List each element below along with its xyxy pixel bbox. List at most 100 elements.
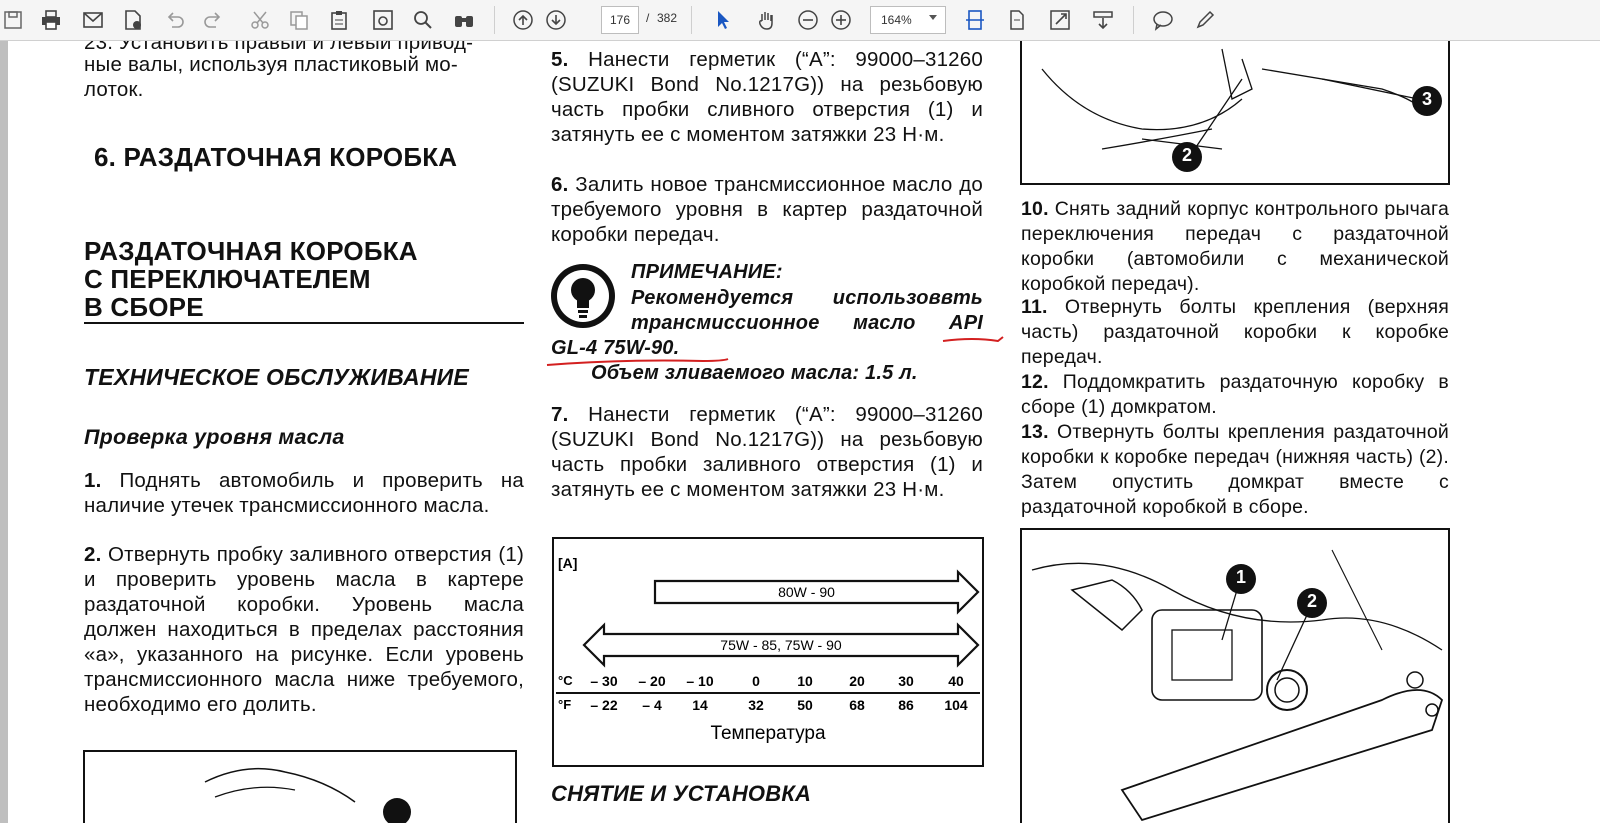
arrow-label-80w90: 80W - 90 <box>778 584 835 600</box>
top-figure-drawing <box>1041 48 1442 172</box>
step-text: Залить новое трансмиссионное масло до тр… <box>551 173 983 246</box>
oil-level-figure <box>83 750 517 823</box>
full-screen-icon[interactable] <box>1047 7 1073 33</box>
hand-tool-icon[interactable] <box>753 7 779 33</box>
pen-icon[interactable] <box>1192 7 1218 33</box>
email-icon[interactable] <box>80 7 106 33</box>
toolbar-separator <box>494 6 495 34</box>
comment-icon[interactable] <box>1150 7 1176 33</box>
zoom-in-icon[interactable] <box>828 7 854 33</box>
note-title: ПРИМЕЧАНИЕ: <box>631 261 783 283</box>
step-number: 11. <box>1021 296 1048 318</box>
step-number: 10. <box>1021 198 1049 220</box>
step-13: 13. Отвернуть болты крепления разда­точн… <box>1021 420 1449 520</box>
note-line: GL-4 75W-90. <box>551 337 680 359</box>
page-separator: / <box>646 11 650 25</box>
chart-label-a: [A] <box>558 555 578 571</box>
fahrenheit-tick: – 22 <box>590 697 618 713</box>
fahrenheit-tick: 32 <box>748 697 764 713</box>
step-7: 7. Нанести герметик (“A”: 99000–31260 (S… <box>551 402 983 502</box>
celsius-tick: 40 <box>948 673 964 689</box>
callout-1: 1 <box>1235 567 1246 587</box>
fit-page-icon[interactable] <box>1004 7 1030 33</box>
step-number: 7. <box>551 403 569 426</box>
oil-viscosity-chart: [A] 80W - 90 75W - 85, 75W - 90 °C °F – … <box>552 537 984 767</box>
select-cursor-icon[interactable] <box>710 7 736 33</box>
lightbulb-icon <box>551 264 615 328</box>
step-number: 6. <box>551 173 569 196</box>
toolbar-separator <box>691 6 692 34</box>
step-text: Нанести герметик (“A”: 99000–31260 (SUZU… <box>551 48 983 146</box>
chart-caption: Температура <box>710 723 826 744</box>
transfer-case-drawing <box>1031 549 1444 822</box>
callout-2: 2 <box>1181 145 1192 165</box>
page-number-input[interactable]: 176 <box>601 6 639 34</box>
fahrenheit-tick: – 4 <box>642 697 662 713</box>
snapshot-icon[interactable] <box>370 7 396 33</box>
celsius-tick: – 20 <box>638 673 666 689</box>
viscosity-arrows <box>556 569 980 694</box>
step-10: 10. Снять задний корпус контрольного рыч… <box>1021 197 1449 297</box>
maintenance-heading: ТЕХНИЧЕСКОЕ ОБСЛУЖИВАНИЕ <box>84 364 469 390</box>
step-number: 12. <box>1021 371 1049 393</box>
fahrenheit-tick: 104 <box>944 697 968 713</box>
step-number: 13. <box>1021 421 1049 443</box>
toolbar-separator <box>1133 6 1134 34</box>
celsius-tick: – 30 <box>590 673 618 689</box>
binoculars-icon[interactable] <box>451 7 477 33</box>
fahrenheit-tick: 86 <box>898 697 914 713</box>
paste-icon[interactable] <box>326 7 352 33</box>
note-line: Рекомендуется использоввть <box>631 287 983 309</box>
step-text: Отвернуть пробку заливного отвер­стия (1… <box>84 543 524 716</box>
download-icon[interactable] <box>1090 7 1116 33</box>
fit-width-icon[interactable] <box>962 7 988 33</box>
oil-level-heading: Проверка уровня масла <box>84 425 345 449</box>
save-icon[interactable] <box>0 7 26 33</box>
step-text: Поддомкратить раздаточную ко­робку в сбо… <box>1021 371 1449 418</box>
step-number: 5. <box>551 48 569 71</box>
redo-icon[interactable] <box>200 7 226 33</box>
prev-step-fragment: ные валы, используя пластиковый мо- <box>84 53 458 76</box>
previous-page-icon[interactable] <box>510 7 536 33</box>
zoom-select[interactable]: 164% <box>870 6 946 34</box>
callout-3: 3 <box>1421 89 1432 109</box>
left-panel-edge <box>0 41 8 823</box>
step-text: Отвернуть болты крепления (вер­хняя част… <box>1021 296 1449 368</box>
transfer-case-figure: 1 2 <box>1020 528 1450 823</box>
search-icon[interactable] <box>410 7 436 33</box>
document-properties-icon[interactable] <box>120 7 146 33</box>
note-line: трансмиссионное масло API <box>631 312 983 334</box>
assembly-title: В СБОРЕ <box>84 292 204 322</box>
zoom-value: 164% <box>881 13 912 27</box>
zoom-out-icon[interactable] <box>795 7 821 33</box>
step-5: 5. Нанести герметик (“A”: 99000–31260 (S… <box>551 47 983 147</box>
undo-icon[interactable] <box>162 7 188 33</box>
removal-heading: СНЯТИЕ И УСТАНОВКА <box>551 781 812 806</box>
fahrenheit-tick: 68 <box>849 697 865 713</box>
assembly-title: С ПЕРЕКЛЮЧАТЕЛЕМ <box>84 264 371 294</box>
step-text: Поднять автомобиль и проверить на наличи… <box>84 469 524 517</box>
prev-step-fragment: лоток. <box>84 78 144 101</box>
step-11: 11. Отвернуть болты крепления (вер­хняя … <box>1021 295 1449 370</box>
celsius-tick: 20 <box>849 673 865 689</box>
fahrenheit-label: °F <box>558 697 572 712</box>
prev-step-fragment: 23. Установить правый и левый привод- <box>84 41 474 54</box>
oil-volume: Объем зливаемого масла: 1.5 л. <box>591 362 918 384</box>
top-figure: 3 2 <box>1020 41 1450 185</box>
print-icon[interactable] <box>38 7 64 33</box>
pdf-page: 23. Установить правый и левый привод- ны… <box>8 41 1600 823</box>
celsius-label: °C <box>558 673 573 688</box>
step-2: 2. Отвернуть пробку заливного отвер­стия… <box>84 542 524 717</box>
step-1: 1. Поднять автомобиль и проверить на нал… <box>84 468 524 518</box>
next-page-icon[interactable] <box>543 7 569 33</box>
arrow-label-75w: 75W - 85, 75W - 90 <box>720 637 842 653</box>
copy-icon[interactable] <box>286 7 312 33</box>
section-heading: 6. РАЗДАТОЧНАЯ КОРОБКА <box>94 142 458 172</box>
step-text: Снять задний корпус контрольного рычага … <box>1021 198 1449 295</box>
step-number: 2. <box>84 543 102 566</box>
page-total: 382 <box>657 11 678 25</box>
step-text: Нанести герметик (“A”: 99000–31260 (SUZU… <box>551 403 983 501</box>
celsius-tick: 30 <box>898 673 914 689</box>
red-underline-annotation <box>546 336 1004 366</box>
cut-icon[interactable] <box>247 7 273 33</box>
